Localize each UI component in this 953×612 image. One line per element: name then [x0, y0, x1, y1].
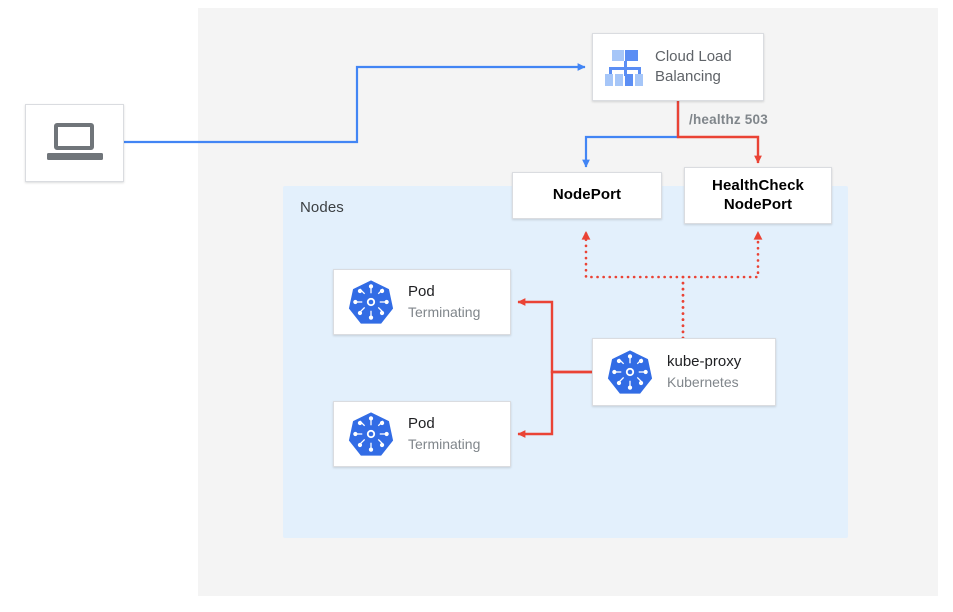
- pod-1-subtitle: Terminating: [408, 303, 481, 320]
- edge-kube-proxy-to-healthcheck-nodeport-dotted: [681, 230, 763, 340]
- kube-proxy-subtitle: Kubernetes: [667, 373, 739, 390]
- pod-2-subtitle: Terminating: [408, 435, 481, 452]
- healthz-503-edge-label: /healthz 503: [689, 112, 768, 127]
- cloud-load-balancing-title-line1: Cloud Load: [655, 47, 732, 65]
- edge-load-balancer-to-healthcheck-nodeport: [676, 101, 762, 164]
- nodeport-card[interactable]: NodePort: [512, 172, 662, 219]
- pod-2-title: Pod: [408, 415, 435, 433]
- edge-client-to-load-balancer: [124, 63, 586, 144]
- healthcheck-nodeport-label-line2: NodePort: [723, 195, 793, 213]
- pod-card-1[interactable]: Pod Terminating: [333, 269, 511, 335]
- nodeport-label: NodePort: [552, 186, 622, 204]
- edge-kube-proxy-to-nodeport-dotted: [581, 230, 685, 340]
- kubernetes-icon: [607, 350, 653, 394]
- kubernetes-icon: [348, 412, 394, 456]
- edge-load-balancer-to-nodeport: [582, 101, 680, 168]
- kubernetes-icon: [348, 280, 394, 324]
- cloud-load-balancing-card[interactable]: Cloud Load Balancing: [592, 33, 764, 101]
- laptop-icon: [46, 123, 103, 163]
- kube-proxy-card[interactable]: kube-proxy Kubernetes: [592, 338, 776, 406]
- laptop-base-shape: [46, 153, 103, 160]
- pod-1-title: Pod: [408, 283, 435, 301]
- cloud-load-balancing-icon: [603, 48, 647, 86]
- healthcheck-nodeport-card[interactable]: HealthCheck NodePort: [684, 167, 832, 224]
- kube-proxy-title: kube-proxy: [667, 353, 742, 371]
- laptop-screen-shape: [53, 123, 94, 150]
- cloud-load-balancing-title-line2: Balancing: [655, 68, 721, 85]
- pod-card-2[interactable]: Pod Terminating: [333, 401, 511, 467]
- nodes-region-label: Nodes: [300, 199, 344, 216]
- healthcheck-nodeport-label-line1: HealthCheck: [712, 176, 804, 194]
- edge-kube-proxy-to-pod-2: [517, 370, 592, 438]
- client-laptop-card[interactable]: [25, 104, 124, 182]
- edge-kube-proxy-to-pod-1: [517, 298, 592, 374]
